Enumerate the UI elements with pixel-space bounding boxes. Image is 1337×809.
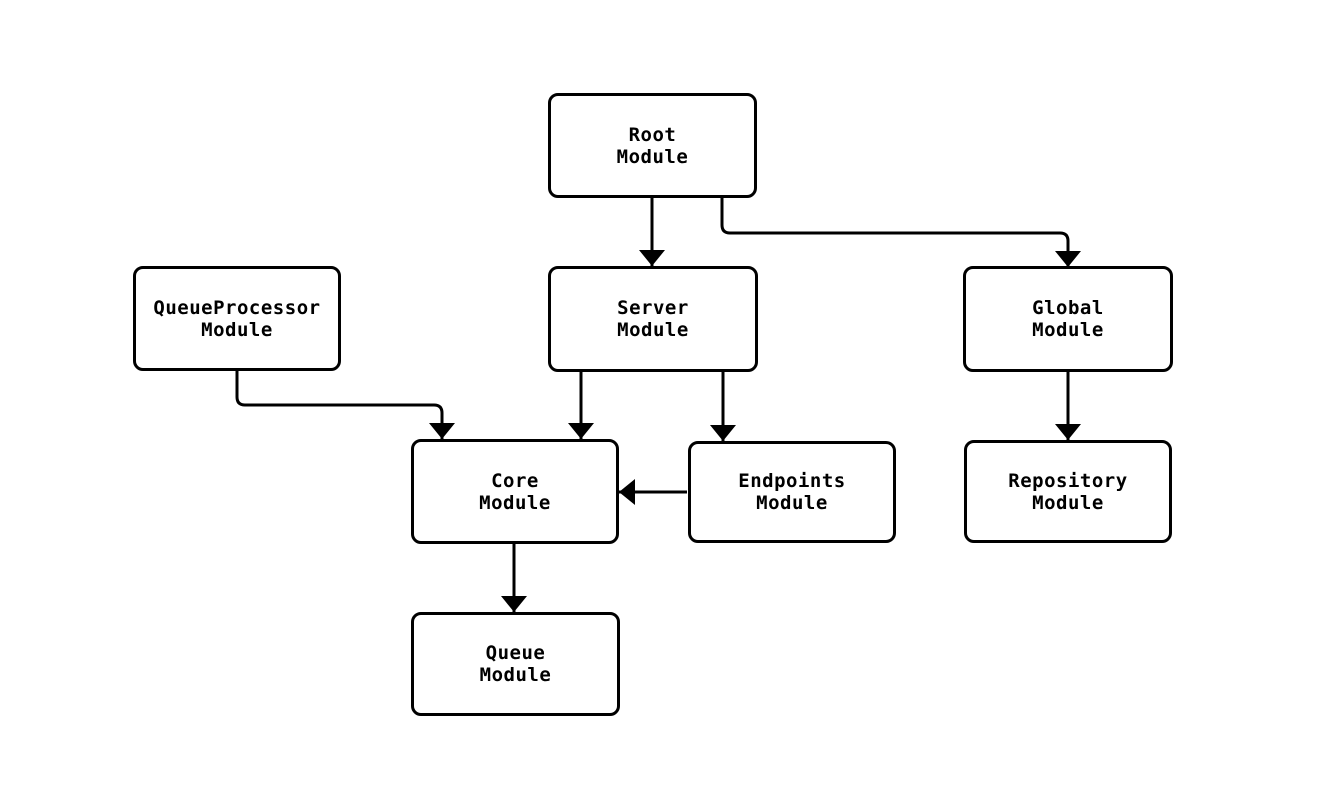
node-endpoints-module-label: Endpoints Module (738, 470, 846, 514)
node-global-module: Global Module (963, 266, 1173, 372)
node-queueprocessor-module: QueueProcessor Module (133, 266, 341, 371)
node-server-module-label: Server Module (617, 297, 689, 341)
node-queue-module: Queue Module (411, 612, 620, 716)
node-core-module: Core Module (411, 439, 619, 544)
node-root-module-label: Root Module (616, 123, 689, 168)
node-server-module: Server Module (548, 266, 758, 372)
node-global-module-label: Global Module (1032, 297, 1104, 341)
node-root-module: Root Module (548, 93, 757, 198)
node-repository-module: Repository Module (964, 440, 1172, 543)
node-repository-module-label: Repository Module (1008, 469, 1128, 514)
node-queue-module-label: Queue Module (479, 642, 552, 686)
edge-root-to-global (720, 198, 1081, 267)
edge-queueprocessor-to-core (235, 370, 455, 439)
node-core-module-label: Core Module (479, 469, 551, 514)
node-endpoints-module: Endpoints Module (688, 441, 896, 543)
node-queueprocessor-module-label: QueueProcessor Module (153, 296, 321, 341)
